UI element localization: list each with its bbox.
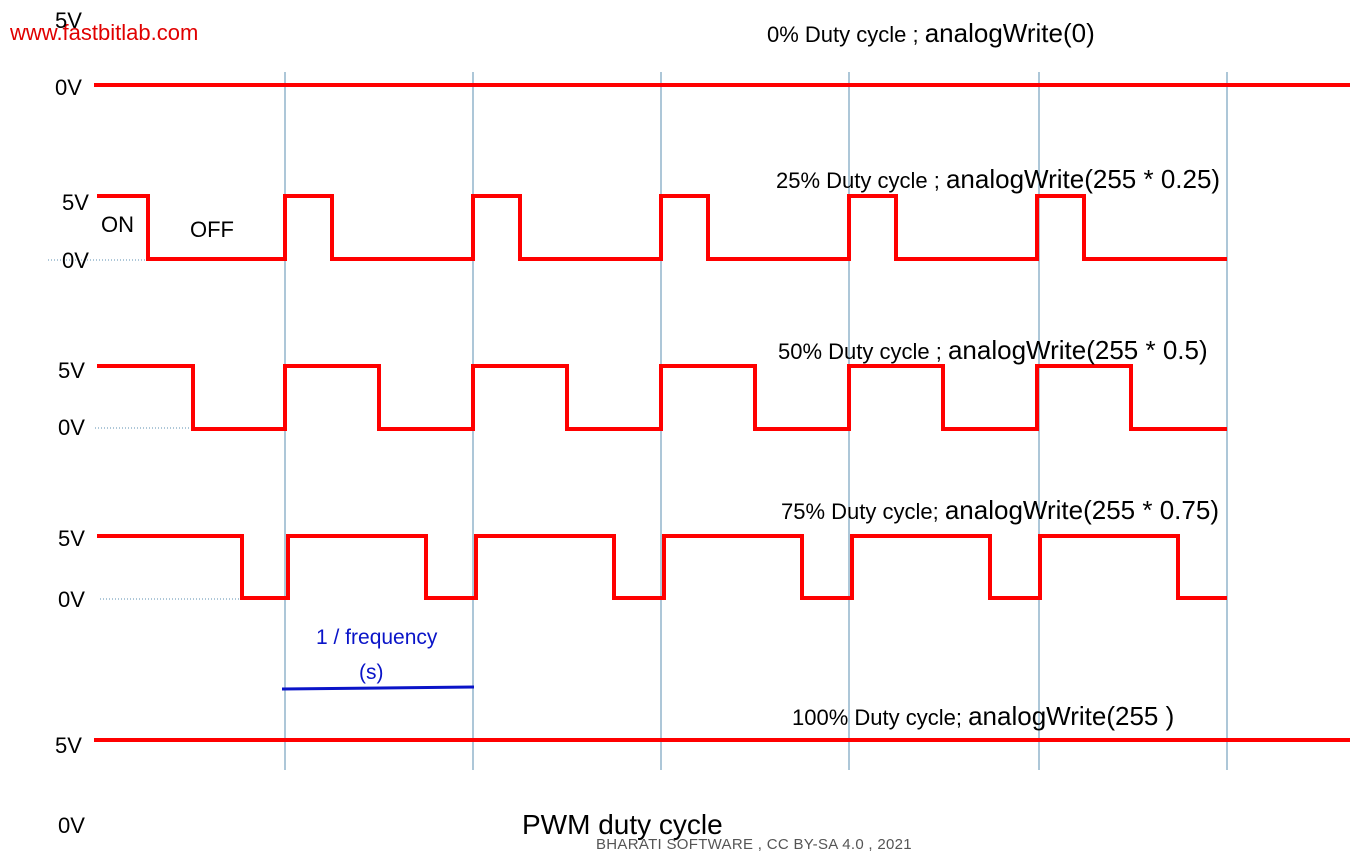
- row0-caption: 0% Duty cycle ; analogWrite(0): [767, 20, 1095, 46]
- zero-reference-lines: [48, 259, 240, 600]
- row1-duty-text: 25% Duty cycle ;: [776, 168, 946, 193]
- credit-text: BHARATI SOFTWARE , CC BY-SA 4.0 , 2021: [596, 836, 912, 853]
- row2-low-label: 0V: [58, 415, 85, 440]
- waveform-row-3: [97, 534, 1227, 600]
- row2-caption: 50% Duty cycle ; analogWrite(255 * 0.5): [778, 337, 1208, 363]
- row2-function-text: analogWrite(255 * 0.5): [947, 335, 1208, 365]
- row4-low-label: 0V: [58, 813, 85, 838]
- row0-function-text: analogWrite(0): [924, 18, 1095, 48]
- row4-caption: 100% Duty cycle; analogWrite(255 ): [792, 703, 1174, 729]
- row3-function-text: analogWrite(255 * 0.75): [944, 495, 1219, 525]
- row2-duty-text: 50% Duty cycle ;: [778, 339, 948, 364]
- site-url: www.fastbitlab.com: [10, 20, 199, 45]
- row4-high-label: 5V: [55, 733, 82, 758]
- row1-high-label: 5V: [62, 190, 89, 215]
- period-label-line2: (s): [359, 661, 384, 684]
- row3-low-label: 0V: [58, 587, 85, 612]
- row3-high-label: 5V: [58, 526, 85, 551]
- diagram-title: PWM duty cycle: [522, 809, 723, 840]
- waveform-row-1: [97, 194, 1227, 261]
- period-indicator-line: [281, 685, 475, 691]
- row3-caption: 75% Duty cycle; analogWrite(255 * 0.75): [781, 497, 1219, 523]
- row4-duty-text: 100% Duty cycle;: [792, 705, 969, 730]
- period-label-line1: 1 / frequency: [316, 626, 438, 649]
- row0-duty-text: 0% Duty cycle ;: [767, 22, 925, 47]
- row3-duty-text: 75% Duty cycle;: [781, 499, 945, 524]
- waveform-row-2: [97, 364, 1227, 431]
- row1-low-label: 0V: [62, 248, 89, 273]
- row4-function-text: analogWrite(255 ): [968, 701, 1175, 731]
- row1-caption: 25% Duty cycle ; analogWrite(255 * 0.25): [776, 166, 1220, 192]
- row2-high-label: 5V: [58, 358, 85, 383]
- row0-high-label: 5V: [55, 8, 82, 33]
- off-label: OFF: [190, 217, 234, 242]
- row1-function-text: analogWrite(255 * 0.25): [945, 164, 1221, 194]
- waveforms: [94, 83, 1350, 742]
- on-label: ON: [101, 212, 134, 237]
- row0-low-label: 0V: [55, 75, 82, 100]
